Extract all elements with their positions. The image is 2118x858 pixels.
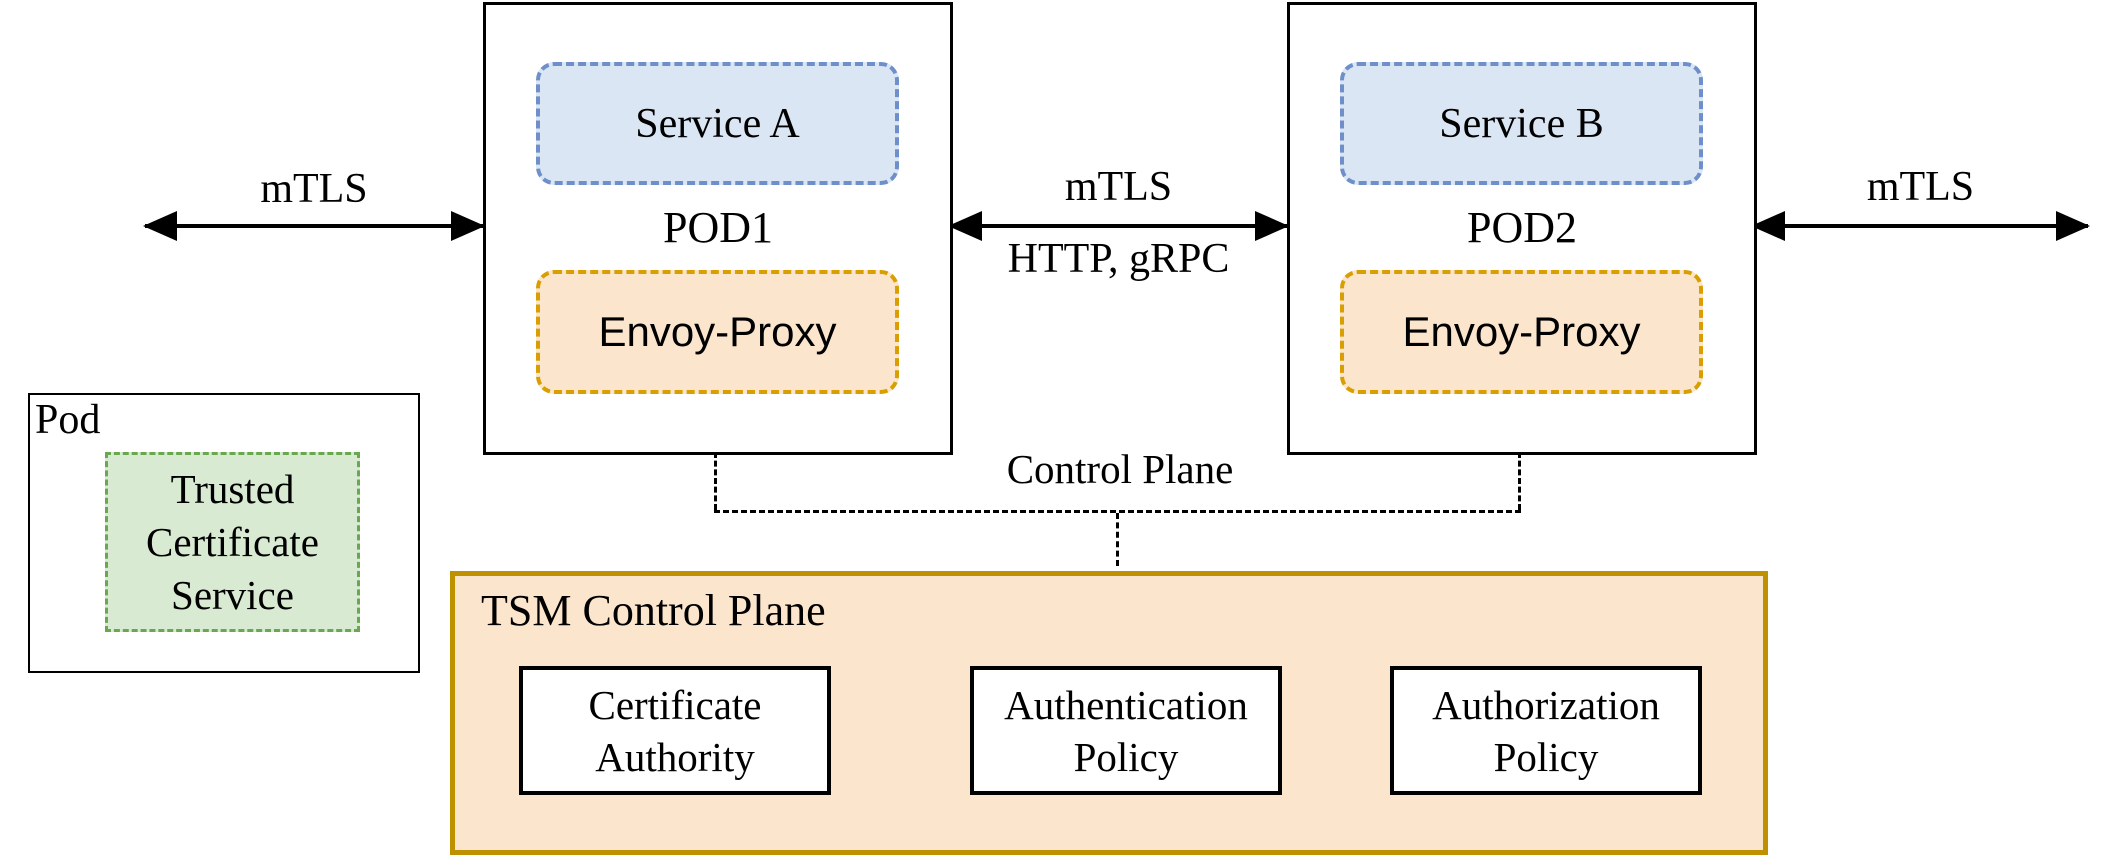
mtls-arrow-left [143,211,485,241]
arrowhead-left-icon [948,211,982,241]
pod1-title: POD1 [662,203,774,252]
service-b-box: Service B [1340,62,1703,185]
control-plane-horizontal-line [714,510,1521,513]
mtls-label-middle: mTLS [1064,164,1173,210]
http-grpc-label: HTTP, gRPC [1007,236,1230,282]
pod2-title: POD2 [1466,203,1578,252]
tsm-control-plane-line [1116,513,1119,566]
service-a-label: Service A [635,100,800,147]
trusted-service-line: Trusted [170,465,295,512]
service-a-box: Service A [536,62,899,185]
authentication-policy-box: Authentication Policy [970,666,1282,795]
pod2-control-plane-line [1518,452,1521,510]
arrowhead-right-icon [1255,211,1289,241]
mtls-arrow-right [1751,211,2090,241]
arrowhead-right-icon [2056,211,2090,241]
mtls-arrow-middle [948,211,1289,241]
pod2-box: Service B POD2 Envoy-Proxy [1287,2,1757,455]
authentication-policy-line1: Authentication [1004,681,1248,728]
mtls-label-right: mTLS [1866,164,1975,210]
authorization-policy-box: Authorization Policy [1390,666,1702,795]
certificate-authority-line1: Certificate [588,681,762,728]
trusted-pod-box: Pod Trusted Certificate Service [28,393,420,673]
authentication-policy-line2: Policy [1073,733,1179,780]
trusted-certificate-service-box: Trusted Certificate Service [105,452,360,632]
pod2-envoy-proxy-box: Envoy-Proxy [1340,270,1703,394]
trusted-service-line: Certificate [145,518,319,565]
certificate-authority-box: Certificate Authority [519,666,831,795]
arrowhead-left-icon [143,211,177,241]
trusted-service-line: Service [171,571,294,618]
pod1-box: Service A POD1 Envoy-Proxy [483,2,953,455]
authorization-policy-line1: Authorization [1432,681,1660,728]
pod1-control-plane-line [714,452,717,510]
pod2-envoy-proxy-label: Envoy-Proxy [1402,308,1641,355]
trusted-pod-title: Pod [35,397,101,443]
authorization-policy-line2: Policy [1493,733,1599,780]
tsm-control-plane-box: TSM Control Plane Certificate Authority … [450,571,1768,855]
tsm-control-plane-title: TSM Control Plane [481,586,826,635]
certificate-authority-line2: Authority [595,733,755,780]
control-plane-label: Control Plane [1006,446,1234,492]
arrowhead-right-icon [451,211,485,241]
mtls-label-left: mTLS [260,166,368,212]
pod1-envoy-proxy-box: Envoy-Proxy [536,270,899,394]
service-b-label: Service B [1439,100,1604,147]
pod1-envoy-proxy-label: Envoy-Proxy [598,308,837,355]
